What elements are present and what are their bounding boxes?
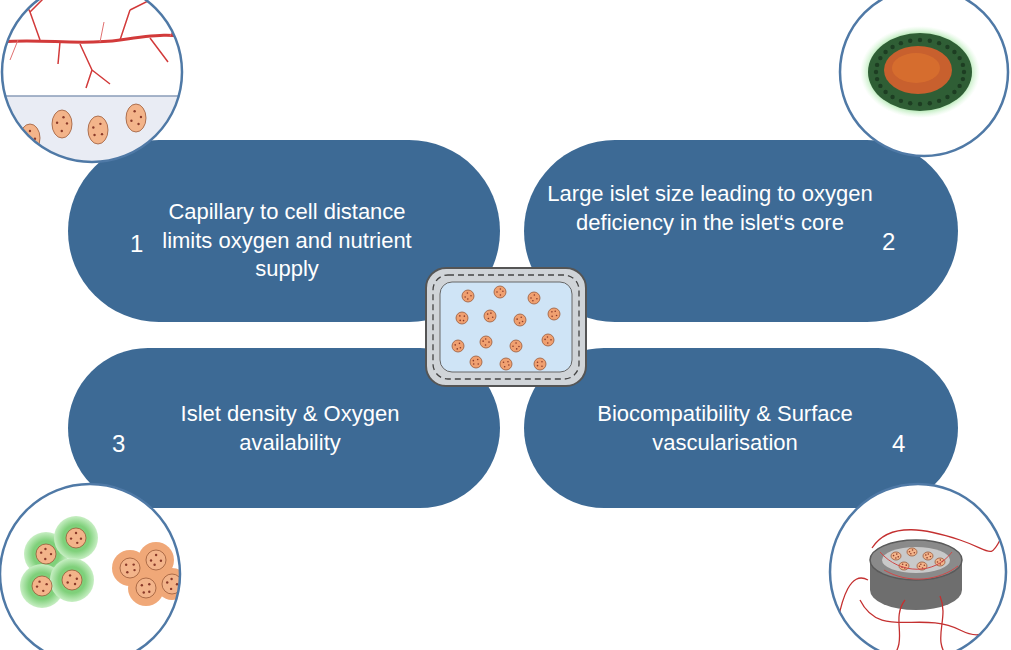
rounded-band: Biocompatibility & Surface vascularisati… — [524, 348, 958, 508]
callout-number: 4 — [892, 430, 905, 459]
callout-number: 1 — [130, 230, 143, 259]
islet-density-illustration — [0, 484, 188, 650]
band-text: Large islet size leading to oxygen defic… — [540, 180, 880, 237]
callout-number: 3 — [112, 430, 125, 459]
encapsulation-device — [426, 268, 586, 386]
rounded-band: Large islet size leading to oxygen defic… — [524, 140, 958, 322]
band-text: Biocompatibility & Surface vascularisati… — [570, 400, 880, 457]
capillary-illustration — [0, 0, 200, 176]
callout-number: 2 — [882, 228, 895, 257]
vascularised-device-illustration — [830, 484, 1006, 650]
band-text: Islet density & Oxygen availability — [165, 400, 415, 457]
band-text: Capillary to cell distance limits oxygen… — [153, 198, 421, 284]
islet-core-illustration — [840, 0, 1008, 156]
